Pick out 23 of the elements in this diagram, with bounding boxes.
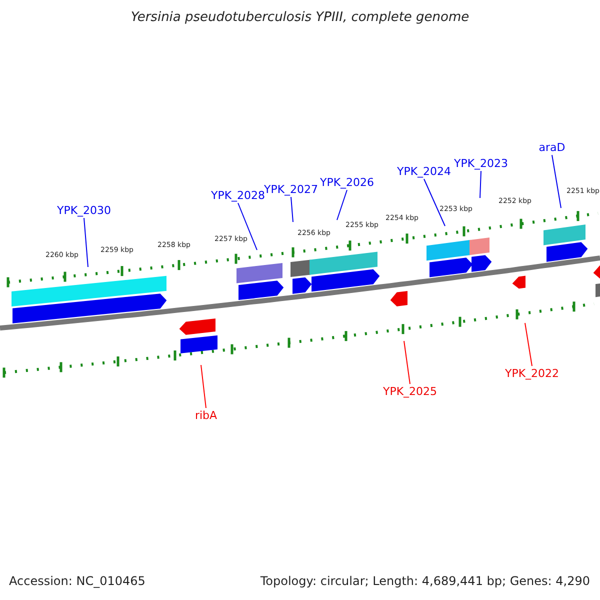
- leader-line: [84, 218, 88, 268]
- gene-label: ribA: [194, 409, 218, 422]
- leader-line: [404, 340, 410, 384]
- gene-label: YPK_2026: [320, 176, 374, 189]
- gene-label: YPK_2030: [56, 204, 112, 217]
- gene-label: YPK_2025: [382, 385, 438, 398]
- gene-label: YPK_2027: [264, 183, 318, 196]
- gene-label: YPK_2022: [504, 367, 560, 380]
- gene-label: YPK_2024: [396, 165, 452, 178]
- genome-info-text: Topology: circular; Length: 4,689,441 bp; Genes: 4,290: [260, 574, 590, 588]
- gene-label: YPK_2028: [210, 189, 266, 202]
- leader-line: [424, 178, 446, 226]
- leader-line: [290, 196, 294, 222]
- accession-text: Accession: NC_010465: [9, 574, 146, 588]
- leader-line: [524, 322, 532, 366]
- gene-label: araD: [538, 141, 566, 154]
- leader-line: [336, 190, 348, 220]
- leader-line: [552, 154, 562, 208]
- leader-line: [480, 170, 482, 198]
- gene-label: YPK_2023: [454, 157, 508, 170]
- leader-line: [238, 202, 258, 250]
- title: Yersinia pseudotuberculosis YPIII, complete genome: [130, 10, 470, 25]
- leader-line: [200, 364, 206, 408]
